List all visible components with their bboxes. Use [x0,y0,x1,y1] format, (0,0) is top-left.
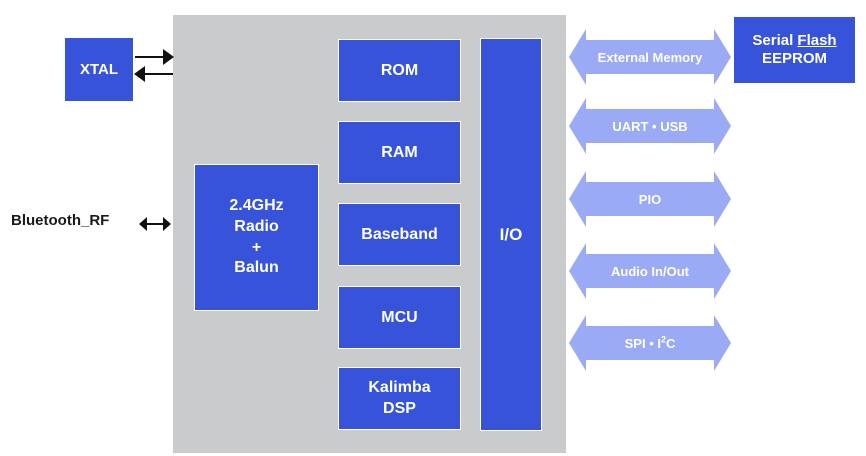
xtal-block: XTAL [65,38,133,101]
serial-flash-eeprom-block: Serial Flash EEPROM [734,17,855,83]
rom-label: ROM [380,61,419,79]
kalimba-dsp-label: Kalimba DSP [368,378,431,417]
mcu-block: MCU [338,286,461,349]
ram-block: RAM [338,121,461,184]
flash-line1-b: Flash [797,32,837,49]
ram-label: RAM [381,143,418,161]
uart-usb-label: UART • USB [612,118,688,134]
audio-arrow-shape [569,243,731,299]
ext-memory-label: External Memory [597,49,703,65]
audio-arrow: Audio In/Out [569,243,731,299]
io-label: I/O [499,224,523,244]
ext-memory-arrow: External Memory [569,29,731,85]
kalimba-dsp-block: Kalimba DSP [338,367,461,430]
pio-arrow-shape [569,171,731,227]
bluetooth-rf-label: Bluetooth_RF [11,212,110,229]
flash-line2: EEPROM [761,50,827,67]
uart-usb-arrow-shape [569,98,731,154]
bluetooth-rf-arrow [139,217,171,231]
xtal-label: XTAL [79,61,119,78]
pio-label: PIO [638,191,662,207]
ext-memory-arrow-shape [569,29,731,85]
radio-balun-label: 2.4GHz Radio + Balun [229,196,284,277]
uart-usb-arrow: UART • USB [569,98,731,154]
audio-label: Audio In/Out [611,263,689,279]
xtal-arrows [134,49,174,82]
baseband-block: Baseband [338,203,461,266]
baseband-label: Baseband [361,225,438,243]
pio-arrow: PIO [569,171,731,227]
spi-suffix: C [665,335,676,351]
spi-sup: 2 [660,334,666,345]
radio-balun-block: 2.4GHz Radio + Balun [194,164,319,311]
mcu-label: MCU [381,308,418,326]
spi-i2c-label: SPI • I2C [624,334,676,351]
spi-i2c-arrow-shape [569,315,731,371]
io-block: I/O [480,38,542,431]
rom-block: ROM [338,39,461,102]
flash-line1-a: Serial [752,32,798,49]
spi-prefix: SPI • I [624,335,661,351]
spi-i2c-arrow: SPI • I2C [569,315,731,371]
flash-line1: Serial Flash [752,32,836,50]
